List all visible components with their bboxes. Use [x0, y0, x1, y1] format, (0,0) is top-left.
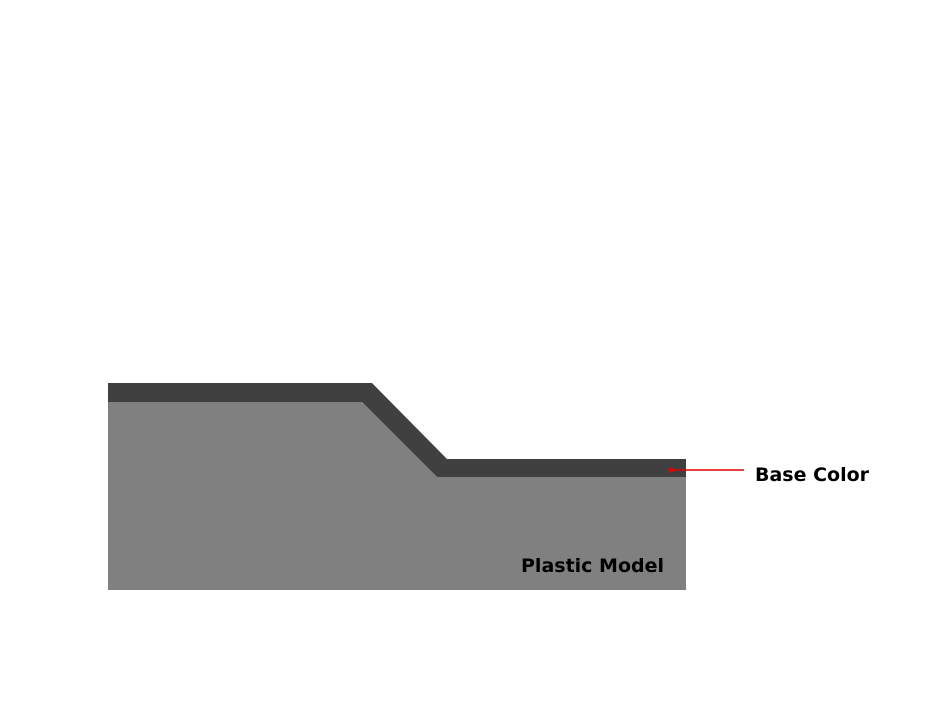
base-color-label: Base Color	[755, 464, 870, 486]
plastic-model-body	[108, 402, 686, 590]
base-color-layer	[108, 383, 686, 477]
base-color-leader-dot	[668, 467, 674, 473]
plastic-model-label: Plastic Model	[521, 555, 664, 577]
